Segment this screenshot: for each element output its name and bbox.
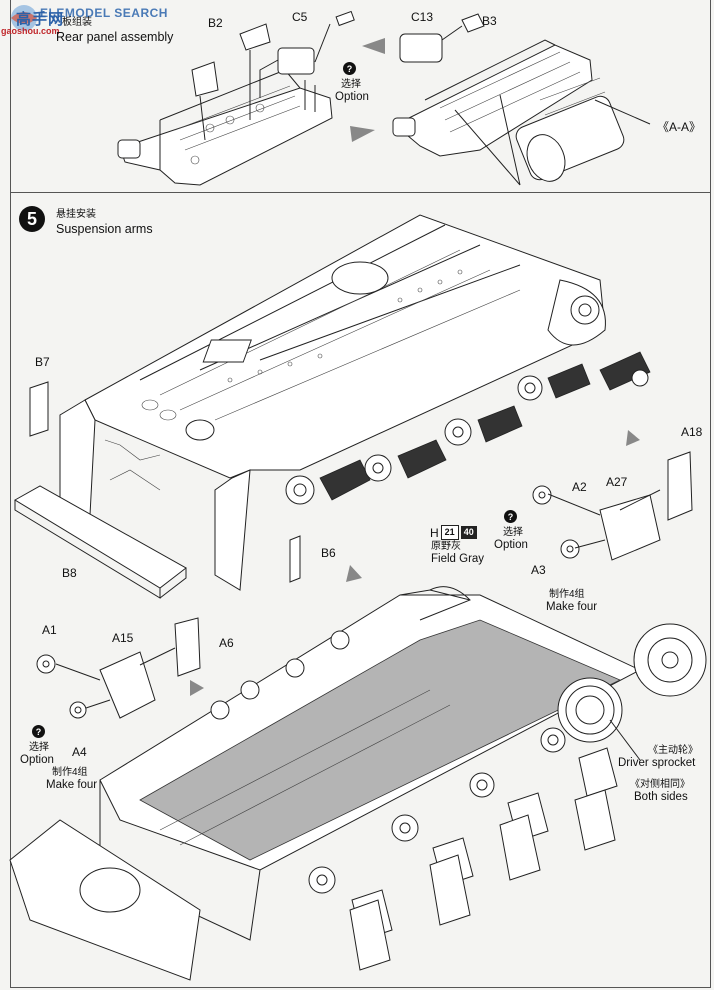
paint-letter: H	[430, 525, 439, 540]
option-question-icon: ?	[343, 62, 356, 75]
watermark-cn: 高手网	[16, 11, 65, 28]
label-a2: A2	[572, 480, 587, 494]
option-cn-right: 选择	[503, 527, 523, 538]
option-en-top: Option	[335, 91, 369, 103]
label-b6: B6	[321, 546, 336, 560]
suspension-arms-lower	[210, 630, 618, 971]
paint-name-cn: 原野灰	[431, 541, 461, 552]
label-a27: A27	[606, 475, 628, 489]
label-b7: B7	[35, 355, 50, 369]
label-a6: A6	[219, 636, 234, 650]
assembly-arrows-top	[350, 38, 385, 142]
label-b3: B3	[482, 14, 497, 28]
sprocket-en: Driver sprocket	[618, 757, 696, 769]
suspension-hull-lower-drawing	[9, 586, 707, 981]
parts-detail-right	[532, 430, 693, 561]
rear-hull-left-drawing	[117, 10, 355, 186]
suspension-title-en: Suspension arms	[56, 222, 153, 236]
paint-code-2: 40	[460, 526, 477, 539]
watermark: ELEMODEL SEARCH 高手网 gaoshou.com	[0, 0, 167, 38]
option-en-right: Option	[494, 539, 528, 551]
label-aa: 《A-A》	[657, 120, 702, 134]
suspension-hull-upper-drawing	[14, 214, 606, 599]
section-divider	[10, 192, 711, 194]
watermark-name: ELEMODEL SEARCH	[40, 6, 168, 20]
parts-detail-left	[36, 565, 362, 719]
label-a1: A1	[42, 623, 57, 637]
rear-hull-right-drawing	[392, 13, 651, 186]
watermark-logo-icon	[11, 5, 37, 31]
label-a15: A15	[112, 631, 134, 645]
both-sides-cn: 《对侧相同》	[630, 779, 690, 790]
option-cn-top: 选择	[341, 79, 361, 90]
label-a4: A4	[72, 745, 87, 759]
paint-name-en: Field Gray	[431, 553, 485, 565]
rear-panel-title-en: Rear panel assembly	[56, 30, 174, 44]
paint-code: H 21 40	[430, 525, 477, 540]
option-question-icon-right: ?	[504, 510, 517, 523]
label-c5: C5	[292, 10, 308, 24]
option-cn-left: 选择	[29, 742, 49, 753]
both-sides-en: Both sides	[634, 791, 688, 803]
label-a18: A18	[681, 425, 703, 439]
label-a3: A3	[531, 563, 546, 577]
page-frame	[10, 0, 711, 988]
label-b8: B8	[62, 566, 77, 580]
label-c13: C13	[411, 10, 434, 24]
make-four-en-right: Make four	[546, 601, 598, 613]
paint-code-1: 21	[440, 525, 459, 540]
make-four-cn-right: 制作4组	[549, 589, 585, 600]
label-b2: B2	[208, 16, 223, 30]
rear-panel-title-cn: 板组装	[62, 17, 92, 28]
sprocket-cn: 《主动轮》	[648, 745, 698, 756]
suspension-arms-upper	[285, 351, 651, 505]
option-en-left: Option	[20, 754, 54, 766]
option-question-icon-left: ?	[32, 725, 45, 738]
watermark-url: gaoshou.com	[1, 26, 60, 36]
make-four-cn-left: 制作4组	[52, 767, 88, 778]
suspension-title-cn: 悬挂安装	[56, 209, 96, 220]
make-four-en-left: Make four	[46, 779, 98, 791]
step-number: 5	[19, 206, 45, 232]
